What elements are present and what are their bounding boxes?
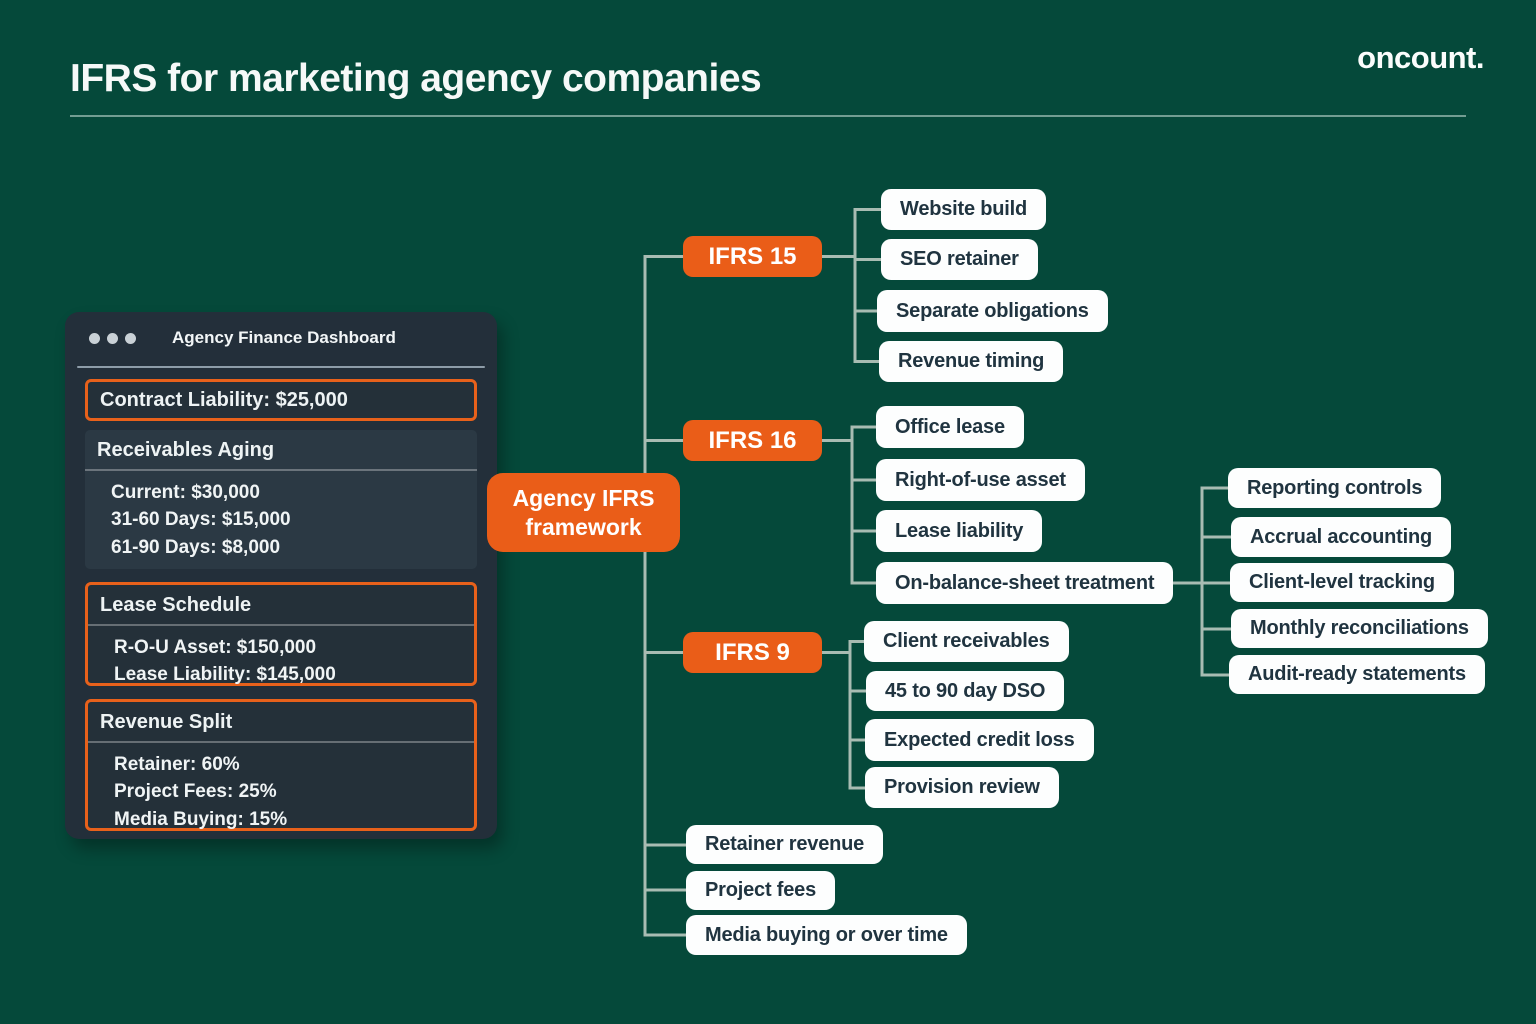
window-control-dots — [89, 332, 136, 344]
receivables-aging-heading: Receivables Aging — [97, 439, 275, 461]
root-node-agency-ifrs-framework: Agency IFRS framework — [487, 473, 680, 552]
window-dot-icon — [107, 332, 118, 344]
receivables-row: Current: $30,000 — [111, 481, 260, 503]
lease-schedule-card: Lease Schedule R-O-U Asset: $150,000 Lea… — [85, 582, 477, 686]
branch-node-ifrs-16: IFRS 16 — [683, 420, 822, 461]
leaf-revenue-timing: Revenue timing — [879, 341, 1064, 382]
leaf-accrual-accounting: Accrual accounting — [1231, 517, 1451, 557]
card-divider — [88, 624, 474, 626]
receivables-row: 61-90 Days: $8,000 — [111, 536, 281, 558]
window-dot-icon — [89, 332, 100, 344]
revenue-split-heading: Revenue Split — [100, 711, 233, 733]
leaf-reporting-controls: Reporting controls — [1228, 468, 1442, 508]
leaf-provision-review: Provision review — [865, 767, 1059, 808]
leaf-45-to-90-day-dso: 45 to 90 day DSO — [866, 671, 1065, 711]
title-divider — [70, 115, 1466, 117]
agency-finance-dashboard-window: Agency Finance Dashboard Contract Liabil… — [65, 312, 497, 839]
card-divider — [85, 469, 477, 471]
branch-node-ifrs-9: IFRS 9 — [683, 632, 822, 673]
dashboard-titlebar: Agency Finance Dashboard — [85, 312, 477, 360]
leaf-office-lease: Office lease — [876, 406, 1024, 448]
leaf-retainer-revenue: Retainer revenue — [686, 825, 884, 864]
card-divider — [88, 741, 474, 743]
revenue-row: Retainer: 60% — [114, 753, 240, 775]
leaf-client-level-tracking: Client-level tracking — [1230, 563, 1454, 602]
lease-row: Lease Liability: $145,000 — [114, 664, 336, 685]
leaf-lease-liability: Lease liability — [876, 510, 1043, 552]
contract-liability-card: Contract Liability: $25,000 — [85, 379, 477, 421]
leaf-project-fees: Project fees — [686, 871, 835, 910]
contract-liability-value: Contract Liability: $25,000 — [100, 388, 348, 411]
leaf-media-buying-or-over-time: Media buying or over time — [686, 915, 967, 955]
revenue-row: Project Fees: 25% — [114, 781, 277, 802]
oncount-logo: oncount. — [1357, 40, 1484, 75]
receivables-row: 31-60 Days: $15,000 — [111, 509, 291, 530]
leaf-on-balance-sheet-treatment: On-balance-sheet treatment — [876, 562, 1174, 604]
lease-row: R-O-U Asset: $150,000 — [114, 636, 317, 658]
titlebar-divider — [77, 366, 485, 368]
lease-schedule-heading: Lease Schedule — [100, 594, 252, 616]
leaf-right-of-use-asset: Right-of-use asset — [876, 459, 1085, 501]
receivables-aging-card: Receivables Aging Current: $30,000 31-60… — [85, 430, 477, 569]
leaf-audit-ready-statements: Audit-ready statements — [1229, 655, 1485, 694]
revenue-row: Media Buying: 15% — [114, 808, 288, 830]
window-dot-icon — [125, 332, 136, 344]
page-title: IFRS for marketing agency companies — [70, 57, 762, 100]
dashboard-title: Agency Finance Dashboard — [172, 328, 396, 347]
leaf-client-receivables: Client receivables — [864, 621, 1069, 662]
revenue-split-card: Revenue Split Retainer: 60% Project Fees… — [85, 699, 477, 831]
branch-node-ifrs-15: IFRS 15 — [683, 236, 822, 277]
leaf-website-build: Website build — [881, 189, 1047, 230]
leaf-seo-retainer: SEO retainer — [881, 239, 1038, 280]
leaf-monthly-reconciliations: Monthly reconciliations — [1231, 609, 1488, 648]
leaf-separate-obligations: Separate obligations — [877, 290, 1108, 332]
leaf-expected-credit-loss: Expected credit loss — [865, 719, 1094, 761]
